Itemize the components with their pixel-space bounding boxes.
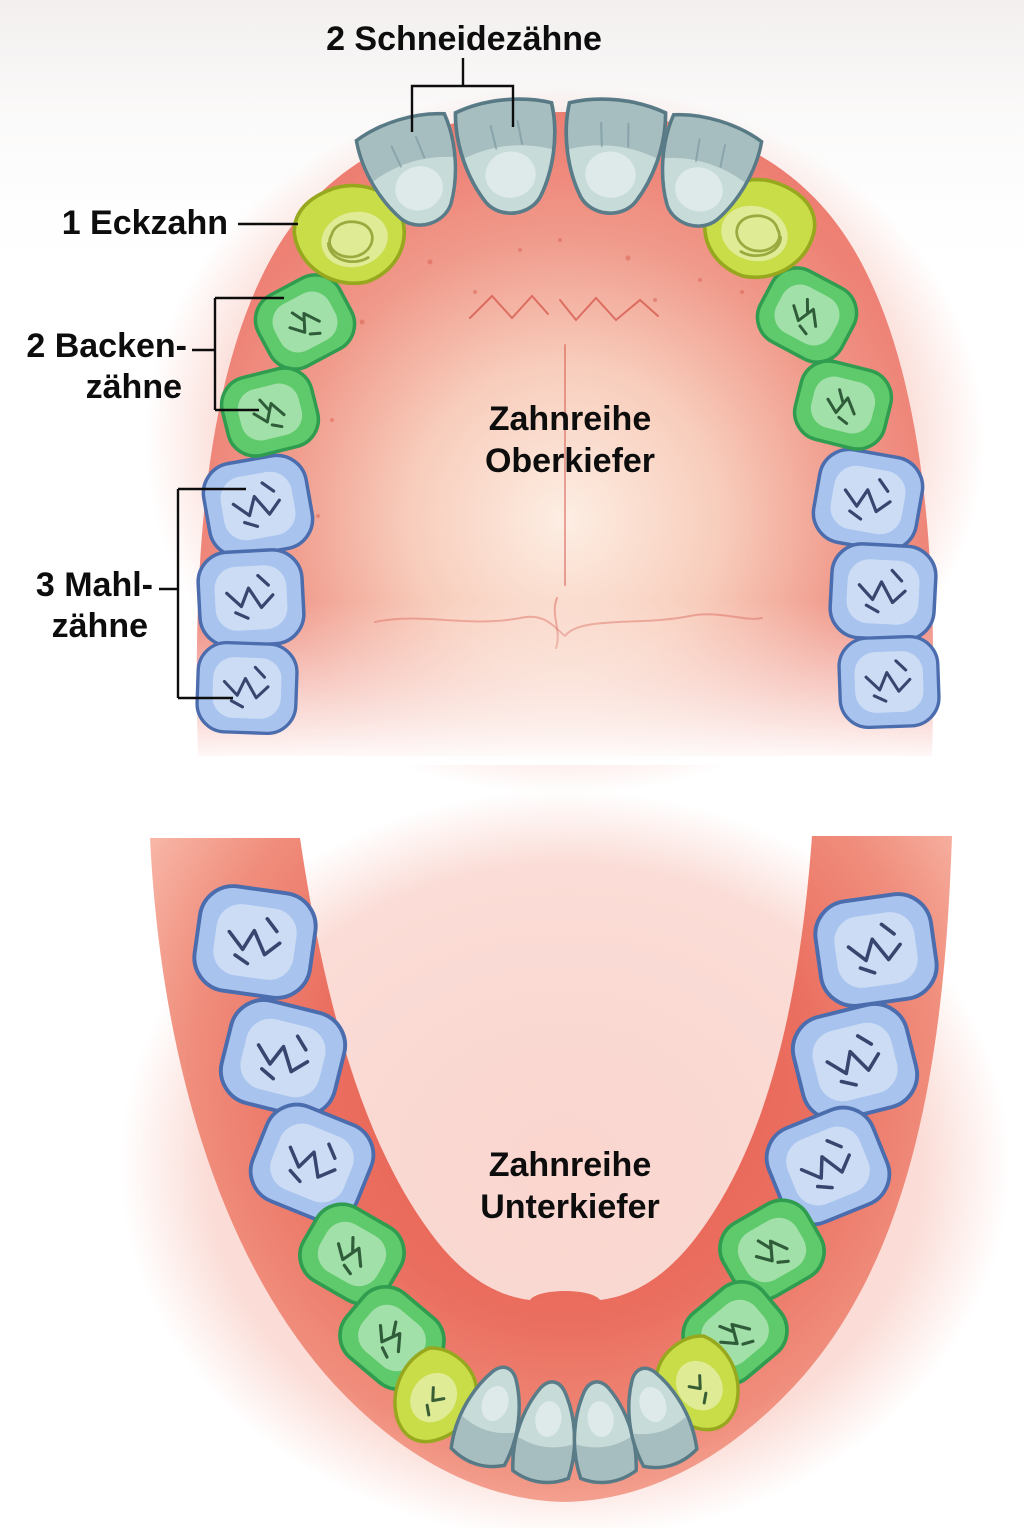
lower-jaw bbox=[150, 836, 952, 1502]
upper-molar-left-1 bbox=[196, 448, 320, 564]
upper-row-title-line1: Zahnreihe bbox=[489, 400, 651, 438]
lower-row-title-line2: Unterkiefer bbox=[480, 1188, 660, 1226]
label-molars-line2: zähne bbox=[52, 607, 148, 645]
label-molars-line1: 3 Mahl- bbox=[36, 566, 153, 604]
annotations: 2 Schneidezähne 1 Eckzahn 2 Backen- zähn… bbox=[26, 20, 659, 1226]
label-premolars-line1: 2 Backen- bbox=[26, 327, 187, 365]
upper-molar-right-1 bbox=[806, 442, 930, 558]
bracket-incisors bbox=[410, 58, 515, 132]
upper-molar-right-2 bbox=[826, 540, 940, 644]
upper-molar-right-3 bbox=[836, 633, 942, 731]
bracket-premolars bbox=[192, 296, 284, 412]
upper-jaw bbox=[170, 92, 960, 765]
upper-molar-left-3 bbox=[194, 639, 300, 737]
lower-row-title-line1: Zahnreihe bbox=[489, 1146, 651, 1184]
lower-molar-left-3 bbox=[188, 879, 322, 1005]
lower-molar-right-3 bbox=[809, 887, 943, 1013]
bracket-molars bbox=[159, 487, 246, 700]
upper-molar-left-2 bbox=[194, 546, 308, 650]
label-premolars-line2: zähne bbox=[86, 368, 182, 406]
label-incisors: 2 Schneidezähne bbox=[326, 20, 602, 58]
upper-row-title-line2: Oberkiefer bbox=[485, 442, 655, 480]
label-canine: 1 Eckzahn bbox=[62, 204, 228, 242]
